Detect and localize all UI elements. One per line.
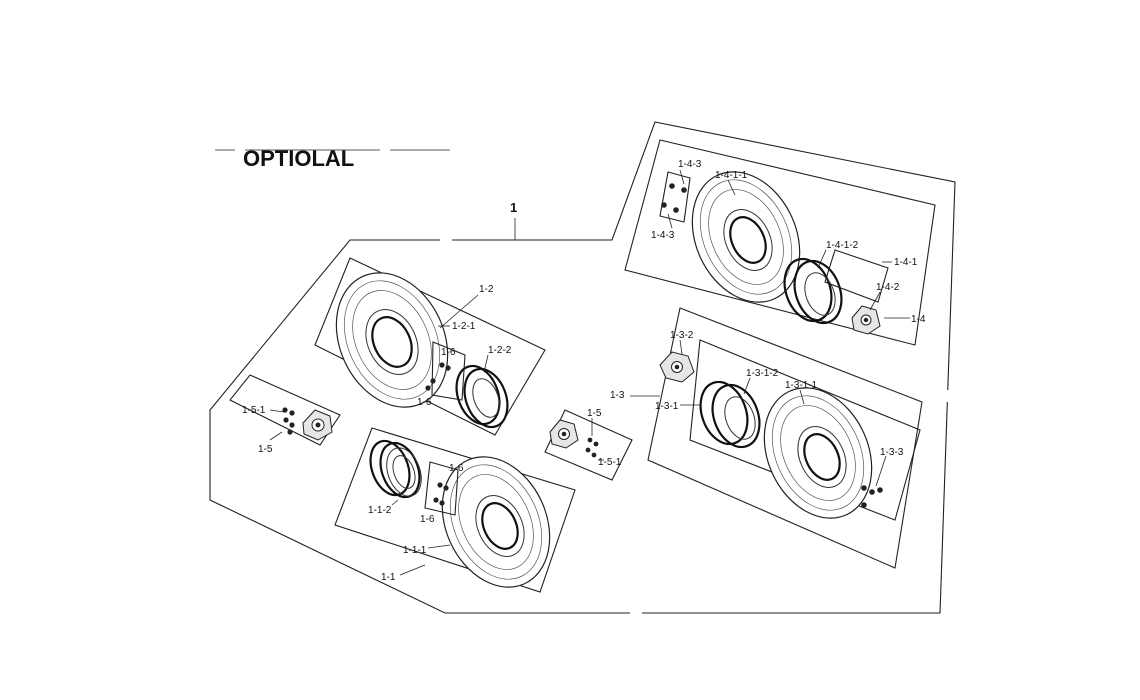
tire-1-4-1-1 <box>691 171 801 303</box>
label-1-3-3: 1-3-3 <box>880 447 904 458</box>
label-1-3-1-2: 1-3-1-2 <box>746 368 779 379</box>
tire-1-1-1 <box>441 456 551 588</box>
label-1-3-1: 1-3-1 <box>655 401 679 412</box>
hub-1-5-left <box>302 409 333 441</box>
label-1-5-mid: 1-5 <box>587 408 602 419</box>
group-1-6-box-a <box>431 341 466 401</box>
label-1-4-1: 1-4-1 <box>894 257 918 268</box>
label-1-6-c: 1-6 <box>449 463 464 474</box>
page-title: OPTIOLAL <box>243 146 354 171</box>
group-1-4-1-box <box>824 249 889 303</box>
label-1-1-1: 1-1-1 <box>403 545 427 556</box>
group-1-5-left: 1-5-1 1-5 <box>229 374 341 455</box>
label-1-4-1-2: 1-4-1-2 <box>826 240 859 251</box>
tire-1-2-1 <box>335 272 449 408</box>
label-1-1-2: 1-1-2 <box>368 505 392 516</box>
hub-1-3-2 <box>659 351 695 383</box>
group-1-6-box-b <box>424 461 459 516</box>
group-1-2: 1-2 1-2-1 1-2-2 1-6 1-6 <box>314 257 546 436</box>
label-1-4-2: 1-4-2 <box>876 282 900 293</box>
label-1-2: 1-2 <box>479 284 494 295</box>
group-1-3-1-box <box>689 339 921 521</box>
assembly-outline <box>209 121 956 614</box>
label-1-3-1-1: 1-3-1-1 <box>785 380 818 391</box>
group-1-4-box <box>624 139 936 346</box>
label-1-5-1-left: 1-5-1 <box>242 405 266 416</box>
label-1-3-2: 1-3-2 <box>670 330 694 341</box>
label-1-6-d: 1-6 <box>420 514 435 525</box>
label-1-6-a: 1-6 <box>441 347 456 358</box>
rim-1-2-2 <box>455 364 509 429</box>
label-1-4-3-top: 1-4-3 <box>678 159 702 170</box>
hub-1-5-mid <box>549 419 579 449</box>
label-1-3: 1-3 <box>610 390 625 401</box>
rim-1-1-2 <box>369 439 422 499</box>
label-1-2-2: 1-2-2 <box>488 345 512 356</box>
group-1-1: 1-1-2 1-1-1 1-1 1-6 1-6 <box>334 427 576 593</box>
group-1-3-box <box>647 307 923 569</box>
label-1-1: 1-1 <box>381 572 396 583</box>
group-1-3: 1-3-2 1-3 1-3-1 1-3-1-2 1-3-1-1 1-3-3 <box>610 307 923 569</box>
label-1-2-1: 1-2-1 <box>452 321 476 332</box>
tire-1-3-1-1 <box>763 387 873 519</box>
group-1-2-box <box>314 257 546 436</box>
label-1-5-1-mid: 1-5-1 <box>598 457 622 468</box>
label-1-4-3-bot: 1-4-3 <box>651 230 675 241</box>
label-1-6-b: 1-6 <box>417 397 432 408</box>
rim-1-3-1-2 <box>699 380 761 449</box>
label-1-5-left: 1-5 <box>258 444 273 455</box>
rim-1-4-1-2 <box>783 257 843 325</box>
group-1-4: 1-4-3 1-4-3 1-4-1-1 1-4-1-2 1-4-1 1-4-2 … <box>624 139 936 346</box>
group-1-5-left-box <box>229 374 341 446</box>
group-1-5-mid: 1-5 1-5-1 <box>544 408 633 481</box>
group-1-4-3-box <box>659 171 691 223</box>
label-1-4: 1-4 <box>911 314 926 325</box>
label-1-4-1-1: 1-4-1-1 <box>715 170 748 181</box>
hub-1-4-2 <box>851 305 881 335</box>
assembly-label-1: 1 <box>510 200 517 215</box>
